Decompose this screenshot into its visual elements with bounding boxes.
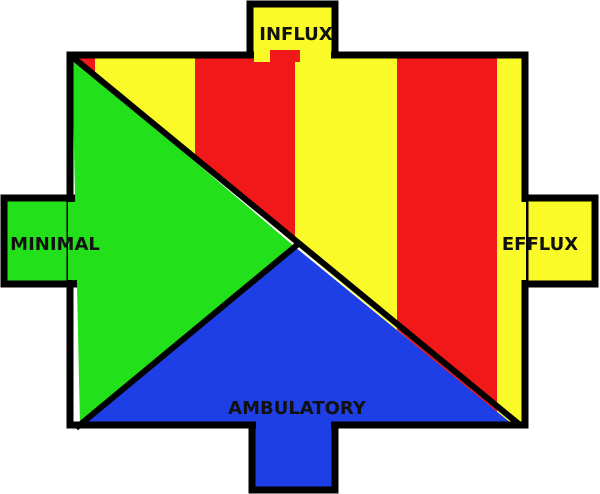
ambulatory-region <box>80 247 512 424</box>
label-ambulatory: AMBULATORY <box>228 398 367 419</box>
label-influx: INFLUX <box>259 24 333 45</box>
left-tab <box>0 194 82 288</box>
divider-diagonal-main <box>68 52 522 428</box>
divider-diagonal-lower <box>74 242 299 431</box>
label-minimal: MINIMAL <box>10 234 100 255</box>
label-efflux: EFFLUX <box>502 234 578 255</box>
right-tab <box>516 194 599 288</box>
minimal-region <box>72 57 295 424</box>
